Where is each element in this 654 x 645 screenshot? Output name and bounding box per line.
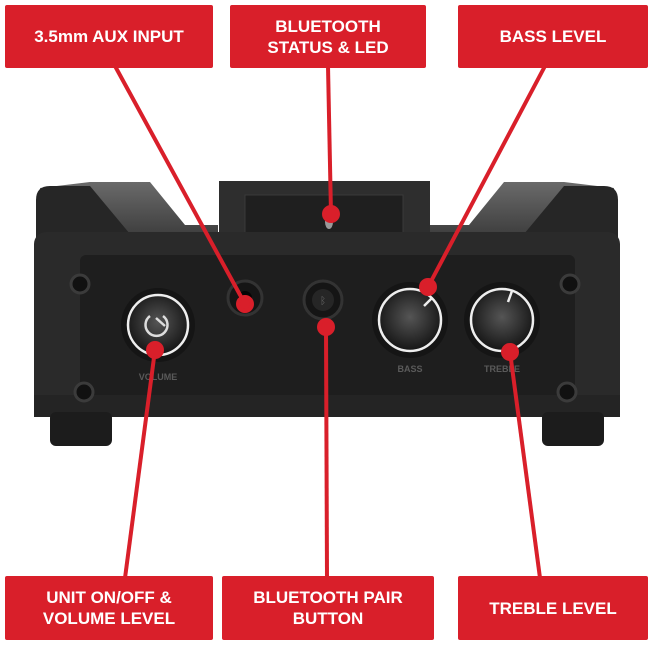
callout-power-volume: UNIT ON/OFF & VOLUME LEVEL	[5, 576, 213, 640]
bluetooth-pair-button[interactable]: ᛒ	[302, 279, 344, 321]
treble-label: TREBLE	[484, 364, 520, 374]
callout-bass-level: BASS LEVEL	[458, 5, 648, 68]
callout-bt-status-line1: BLUETOOTH	[275, 16, 381, 36]
callout-bt-pair-line1: BLUETOOTH PAIR	[253, 588, 403, 607]
callout-treble-level: TREBLE LEVEL	[458, 576, 648, 640]
callout-bluetooth-pair: BLUETOOTH PAIR BUTTON	[222, 576, 434, 640]
callout-bass-level-text: BASS LEVEL	[499, 27, 607, 46]
callout-power-volume-line1: UNIT ON/OFF &	[46, 588, 172, 607]
bass-knob[interactable]	[372, 282, 448, 358]
treble-knob[interactable]	[464, 282, 540, 358]
volume-label: VOLUME	[139, 372, 178, 382]
power-icon	[144, 314, 169, 338]
volume-knob[interactable]	[121, 288, 195, 362]
bass-label: BASS	[397, 364, 422, 374]
bluetooth-icon: ᛒ	[320, 296, 326, 307]
callout-bt-pair-line2: BUTTON	[292, 609, 364, 628]
callout-aux-input-text: 3.5mm AUX INPUT	[34, 27, 184, 46]
callout-power-volume-line2: VOLUME LEVEL	[42, 609, 176, 628]
left-foot	[50, 412, 112, 446]
leader-lines	[113, 65, 547, 579]
screws	[69, 273, 581, 403]
callout-aux-input: 3.5mm AUX INPUT	[5, 5, 213, 68]
callout-bt-status-line2: STATUS & LED	[267, 37, 389, 57]
callout-bluetooth-status: BLUETOOTH STATUS & LED	[230, 5, 426, 68]
right-foot	[542, 412, 604, 446]
callout-treble-level-text: TREBLE LEVEL	[489, 598, 617, 618]
